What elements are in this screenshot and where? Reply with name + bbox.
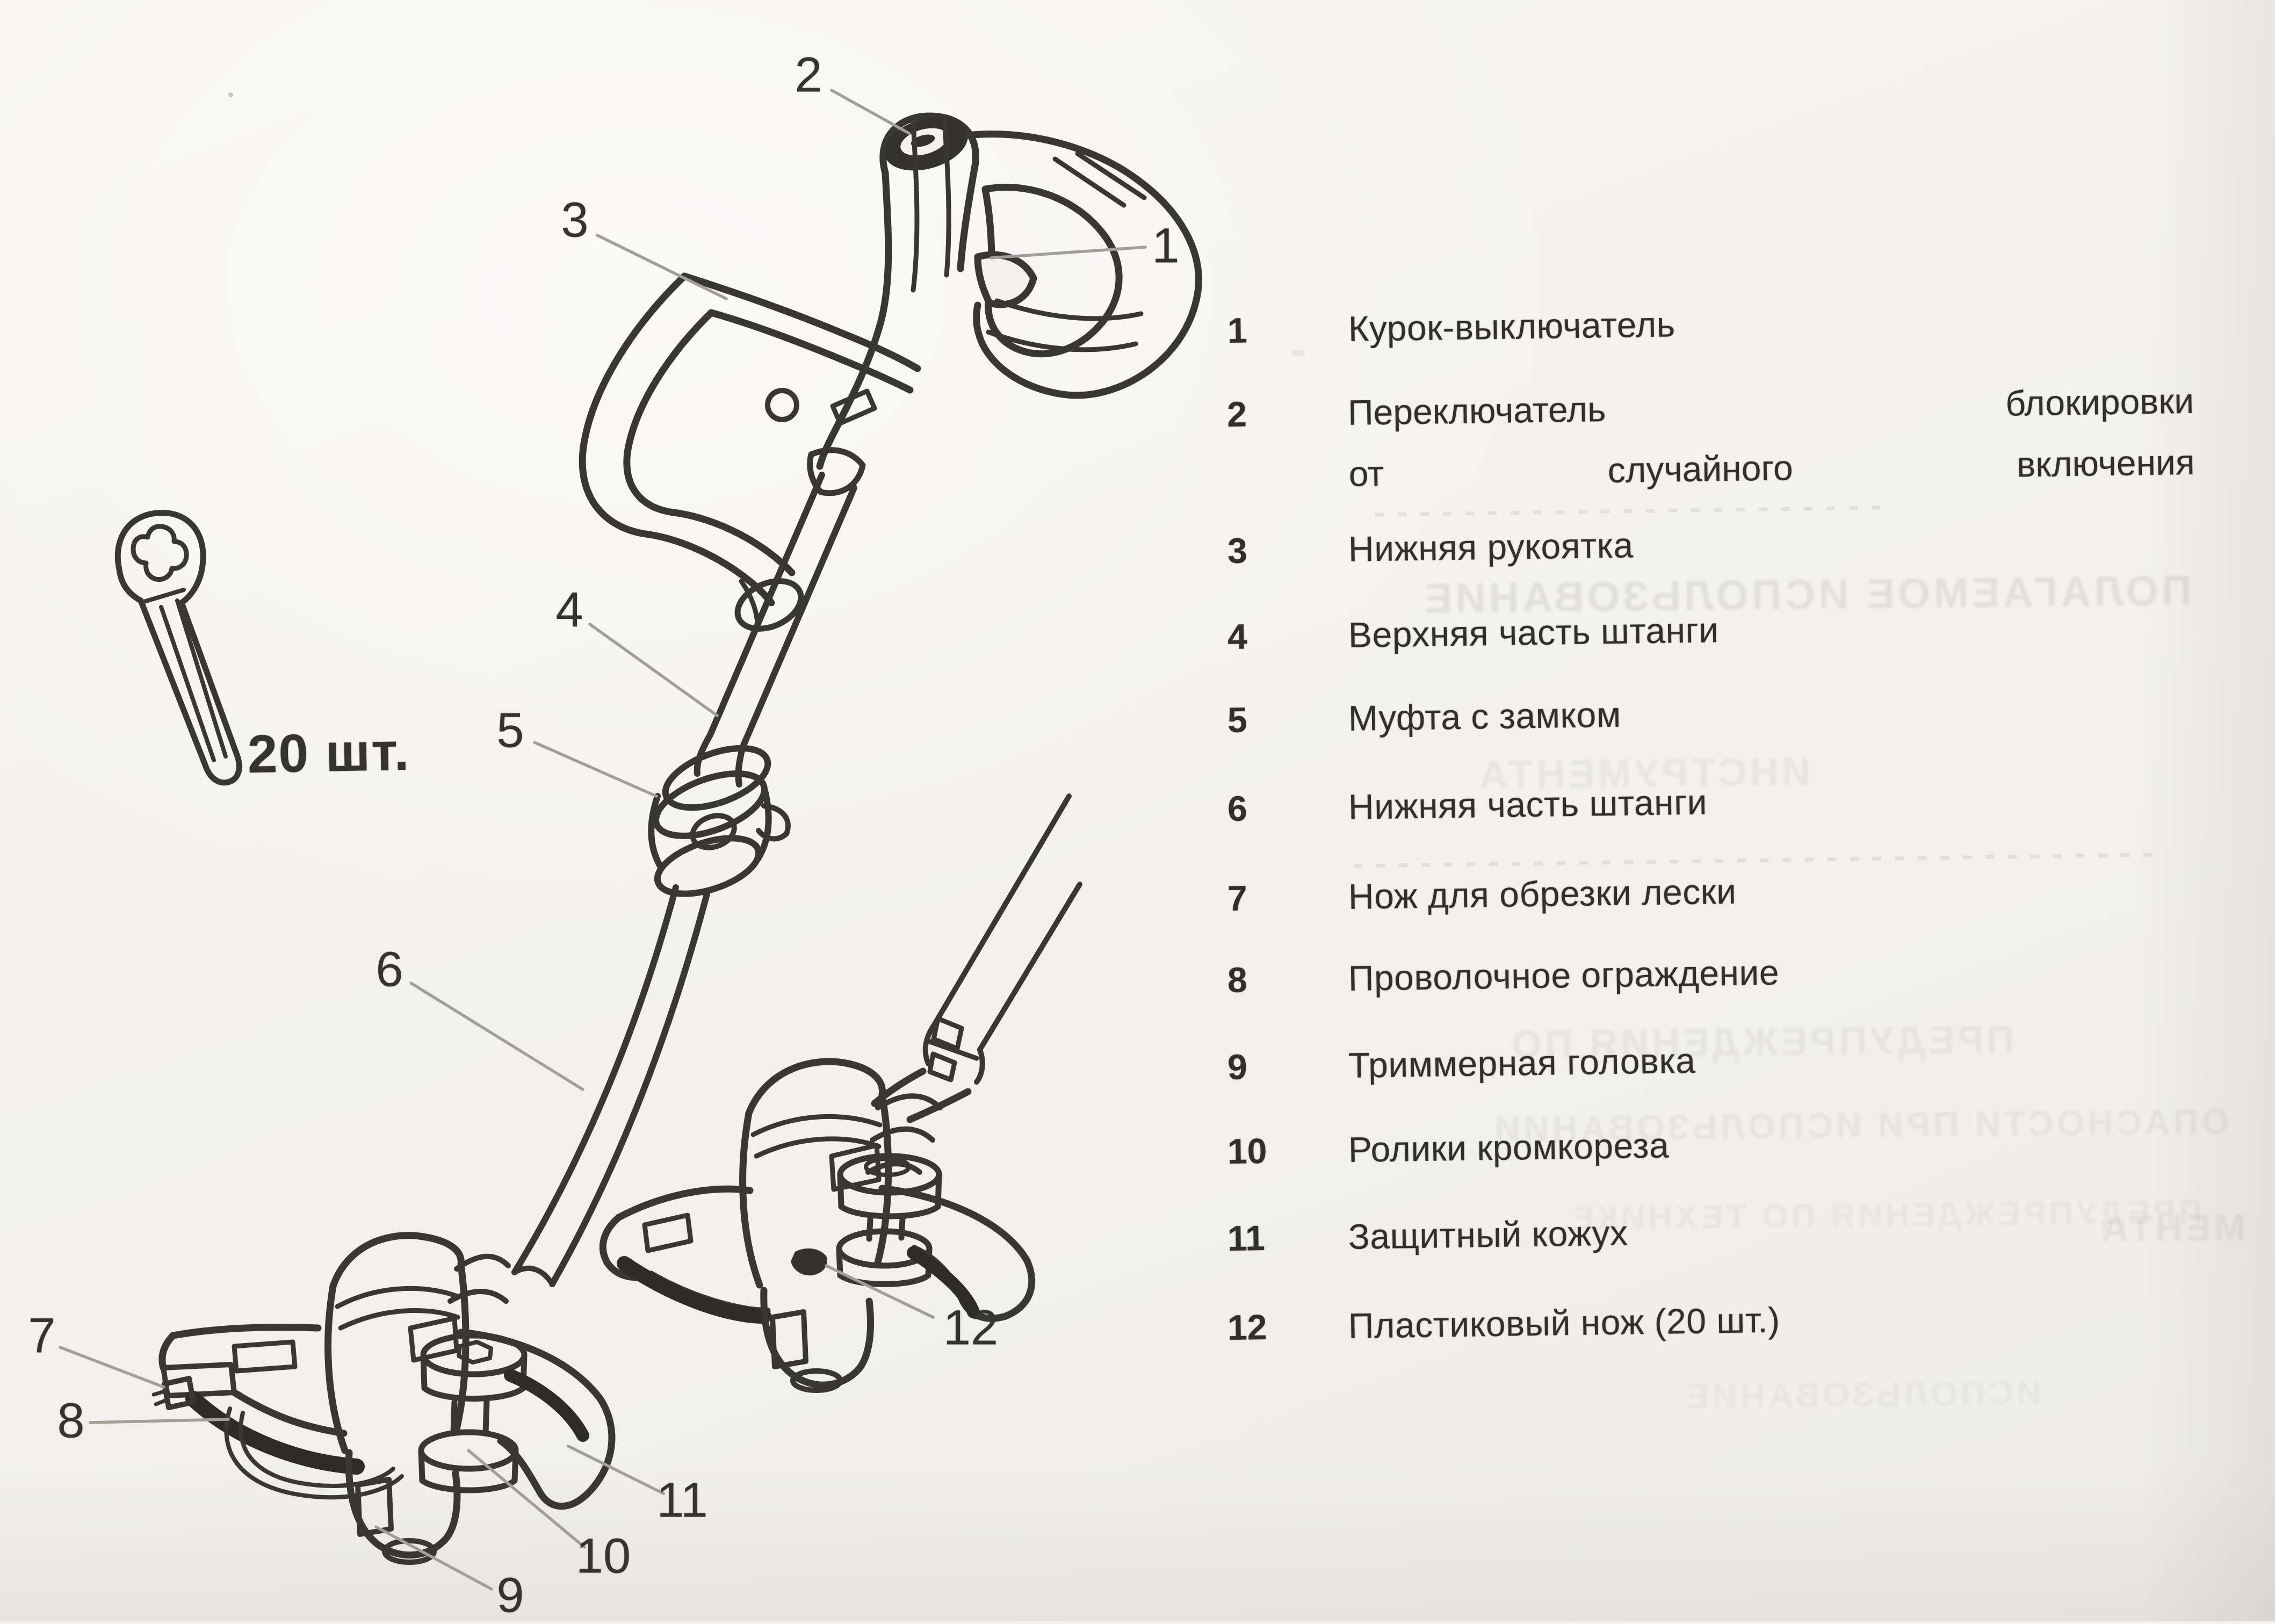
leader-8 <box>89 1418 230 1424</box>
legend-number: 11 <box>1227 1218 1266 1258</box>
legend-label: Защитный кожух <box>1348 1212 1628 1257</box>
leader-9 <box>374 1525 493 1591</box>
callout-12: 12 <box>943 1300 999 1355</box>
quantity-note: 20 шт. <box>247 721 411 785</box>
legend-label: Курок-выключатель <box>1348 304 1676 349</box>
line-cutter-blade <box>151 1376 196 1410</box>
spool-housing <box>345 1449 461 1565</box>
leader-7 <box>59 1346 165 1389</box>
callout-7: 7 <box>28 1308 56 1363</box>
legend-number: 3 <box>1227 530 1248 571</box>
legend-number: 9 <box>1227 1046 1248 1087</box>
callout-2: 2 <box>795 47 822 103</box>
legend-number: 8 <box>1227 959 1248 1000</box>
leader-3 <box>596 234 728 300</box>
upper-shaft <box>694 472 857 788</box>
legend-label: Переключатель блокировки от случайного в… <box>1347 370 2195 504</box>
legend-label: Нож для обрезки лески <box>1348 871 1737 916</box>
legend-number: 12 <box>1227 1307 1267 1347</box>
leader-6 <box>409 981 584 1091</box>
legend-number: 6 <box>1227 788 1248 828</box>
spare-plastic-blade <box>114 510 242 786</box>
callout-6: 6 <box>375 942 403 997</box>
callout-4: 4 <box>555 582 583 638</box>
leader-11 <box>567 1445 665 1495</box>
legend-label: Ролики кромкореза <box>1348 1125 1670 1170</box>
legend-label: Триммерная головка <box>1348 1040 1696 1085</box>
leader-10 <box>467 1449 586 1549</box>
callout-11: 11 <box>656 1473 708 1528</box>
paper-speck <box>228 92 233 97</box>
legend-number: 4 <box>1227 616 1248 656</box>
coupling-lock <box>648 745 791 897</box>
leader-4 <box>588 623 719 717</box>
handle-clamp <box>734 578 804 632</box>
legend-item-2: 2 Переключатель блокировки от случайного… <box>1226 370 2195 508</box>
handle-bolt <box>765 388 799 422</box>
leader-12 <box>825 1264 935 1319</box>
callout-9: 9 <box>496 1568 524 1623</box>
guard <box>158 1324 616 1510</box>
legend-label-line2: от случайного включения <box>1348 442 2195 494</box>
leader-1 <box>990 246 1147 259</box>
show-through-text: ИСПОЛЬЗОВАНИЕ <box>1682 1373 2042 1416</box>
callout-1: 1 <box>1152 218 1180 273</box>
legend-label: Нижняя часть штанги <box>1348 782 1708 827</box>
leader-5 <box>533 741 658 798</box>
legend-number: 7 <box>1227 878 1248 918</box>
legend-label: Муфта с замком <box>1348 694 1622 738</box>
callout-10: 10 <box>575 1528 631 1584</box>
callout-8: 8 <box>57 1393 85 1448</box>
legend-label: Проволочное ограждение <box>1348 952 1780 998</box>
legend-label: Нижняя рукоятка <box>1348 525 1634 569</box>
edge-rollers <box>418 1332 528 1493</box>
trigger <box>974 251 1037 308</box>
loop-handle <box>579 272 921 632</box>
legend-label: Пластиковый нож (20 шт.) <box>1348 1300 1781 1346</box>
handle-housing <box>807 112 1202 496</box>
legend-label-line1: Переключатель блокировки <box>1347 380 2194 432</box>
trimmer-head-main <box>151 1232 616 1565</box>
callout-5: 5 <box>496 703 524 758</box>
legend-number: 2 <box>1226 394 1247 435</box>
plastic-blade-on-head <box>791 1248 827 1276</box>
callout-3: 3 <box>561 192 589 248</box>
trimmer-head-detail <box>599 793 1082 1393</box>
legend-label: Верхняя часть штанги <box>1348 610 1719 655</box>
legend-number: 5 <box>1227 699 1248 740</box>
legend-number: 1 <box>1227 310 1248 350</box>
callout-leaders <box>59 89 1147 1591</box>
legend-number: 10 <box>1227 1130 1267 1171</box>
leader-2 <box>830 89 911 135</box>
paper-smudge <box>1291 350 1305 356</box>
lower-shaft <box>511 884 710 1287</box>
